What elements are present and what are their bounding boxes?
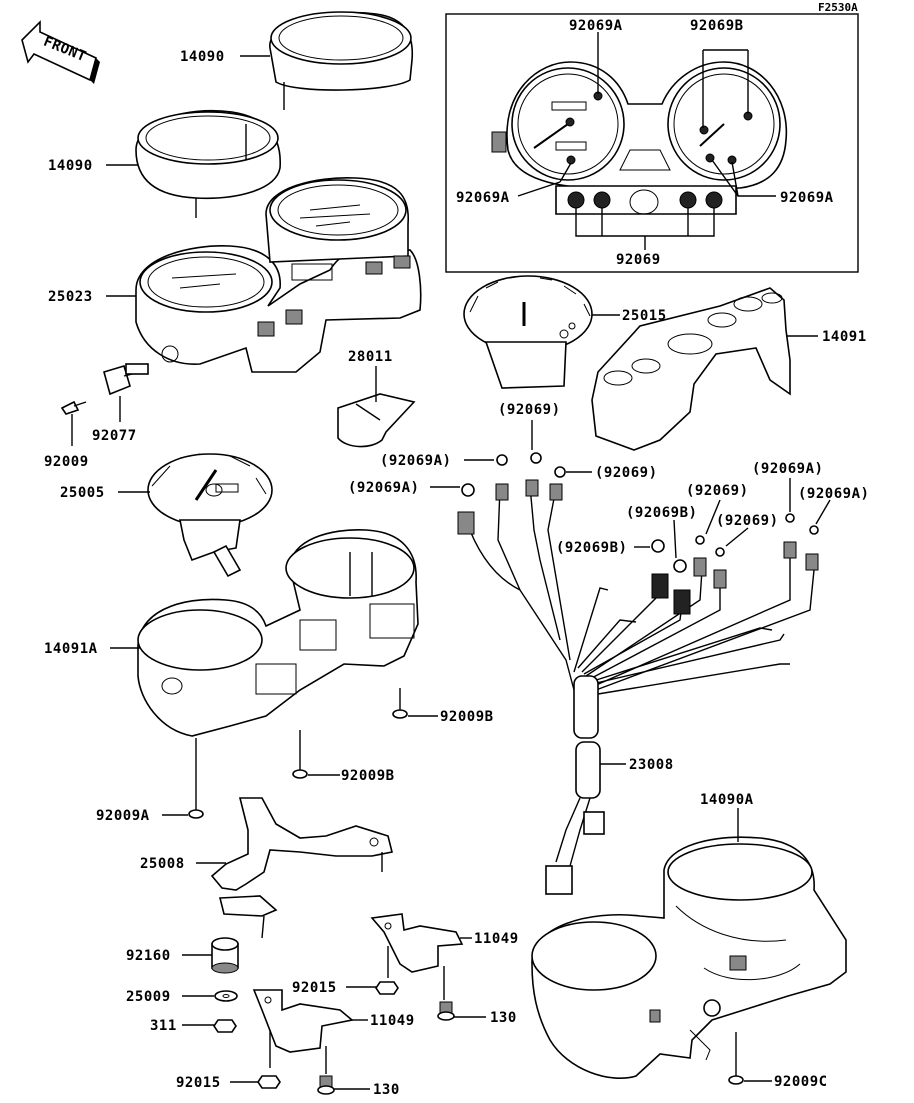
- meter-case: [135, 177, 422, 373]
- socket-icon: [693, 557, 707, 577]
- nut-92015-lower: [257, 1075, 281, 1089]
- label-28011: 28011: [348, 349, 393, 365]
- label-92069a-paren: (92069A): [380, 453, 451, 469]
- bulb-icon: [673, 559, 687, 573]
- label-92160: 92160: [126, 948, 171, 964]
- label-92069-paren: (92069): [498, 402, 561, 418]
- label-311: 311: [150, 1018, 177, 1034]
- label-92009c: 92009C: [774, 1074, 828, 1090]
- label-92069a: 92069A: [456, 190, 510, 206]
- label-92069a-paren: (92069A): [798, 486, 869, 502]
- bulb-icon: [651, 539, 665, 553]
- lower-cover-14090a: [531, 836, 847, 1080]
- label-92069-paren: (92069): [686, 483, 749, 499]
- label-14090: 14090: [180, 49, 225, 65]
- bezel-ring-top: [269, 11, 414, 110]
- trip-knob: [103, 363, 149, 396]
- bulb-icon: [566, 155, 576, 165]
- screw-92009b-mid: [292, 730, 308, 779]
- bulb-icon: [715, 547, 725, 557]
- inset-box: [445, 13, 859, 273]
- label-25005: 25005: [60, 485, 105, 501]
- socket-icon: [457, 511, 475, 535]
- label-11049: 11049: [370, 1013, 415, 1029]
- bulb-icon: [785, 513, 795, 523]
- stay-11049-right: [370, 913, 464, 1000]
- bracket-25008: [210, 797, 393, 939]
- label-14091: 14091: [822, 329, 867, 345]
- label-25008: 25008: [140, 856, 185, 872]
- nut-92015-upper: [375, 981, 399, 995]
- label-92069b: 92069B: [690, 18, 744, 34]
- socket-icon: [805, 553, 819, 571]
- label-25023: 25023: [48, 289, 93, 305]
- socket-icon: [713, 569, 727, 589]
- label-25009: 25009: [126, 989, 171, 1005]
- label-92009: 92009: [44, 454, 89, 470]
- label-92009b: 92009B: [440, 709, 494, 725]
- label-14090: 14090: [48, 158, 93, 174]
- nut-311: [213, 1019, 237, 1033]
- label-92009a: 92009A: [96, 808, 150, 824]
- inset-meter-assembly: [491, 32, 788, 250]
- socket-icon: [783, 541, 797, 559]
- label-11049: 11049: [474, 931, 519, 947]
- label-92077: 92077: [92, 428, 137, 444]
- label-92069-paren: (92069): [716, 513, 779, 529]
- bulb-icon: [699, 125, 709, 135]
- socket-icon: [495, 483, 509, 501]
- bulb-icon: [461, 483, 475, 497]
- screw-icon: [60, 400, 87, 415]
- screw-92009c: [728, 1032, 744, 1085]
- socket-icon: [651, 573, 669, 599]
- label-92069: 92069: [616, 252, 661, 268]
- label-92015: 92015: [292, 980, 337, 996]
- label-92069-paren: (92069): [595, 465, 658, 481]
- label-92069b-paren: (92069B): [626, 505, 697, 521]
- label-92069a-paren: (92069A): [348, 480, 419, 496]
- bezel-ring-mid: [135, 109, 281, 218]
- socket-icon: [673, 589, 691, 615]
- label-92069a: 92069A: [569, 18, 623, 34]
- bulb-icon: [530, 452, 542, 464]
- label-14091a: 14091A: [44, 641, 98, 657]
- socket-icon: [525, 479, 539, 497]
- label-92009b: 92009B: [341, 768, 395, 784]
- screw-92009a: [188, 738, 204, 819]
- holder-28011: [337, 393, 416, 448]
- screw-92009b-right: [392, 688, 408, 719]
- label-130: 130: [490, 1010, 517, 1026]
- grommet-92160: [211, 937, 239, 974]
- label-23008: 23008: [629, 757, 674, 773]
- wiring-harness-23008: [457, 452, 819, 895]
- dial-25015: [463, 275, 593, 389]
- bulb-icon: [809, 525, 819, 535]
- label-14090a: 14090A: [700, 792, 754, 808]
- dial-25005: [147, 453, 273, 578]
- bulb-icon: [496, 454, 508, 466]
- bolt-130-lower: [317, 1075, 335, 1095]
- bulb-icon: [695, 535, 705, 545]
- socket-icon: [549, 483, 563, 501]
- label-25015: 25015: [622, 308, 667, 324]
- lower-case-14091a: [137, 529, 419, 737]
- label-92069a-paren: (92069A): [752, 461, 823, 477]
- bulb-icon: [554, 466, 566, 478]
- bolt-130-upper: [437, 1001, 455, 1021]
- label-92069b-paren: (92069B): [556, 540, 627, 556]
- diagram-code: F2530A: [818, 1, 858, 14]
- washer-25009: [214, 990, 238, 1002]
- front-arrow-icon: FRONT: [21, 20, 100, 84]
- label-92069a: 92069A: [780, 190, 834, 206]
- label-92015: 92015: [176, 1075, 221, 1091]
- stay-11049-left: [252, 989, 354, 1074]
- upper-cover-14091: [591, 287, 791, 451]
- label-130: 130: [373, 1082, 400, 1098]
